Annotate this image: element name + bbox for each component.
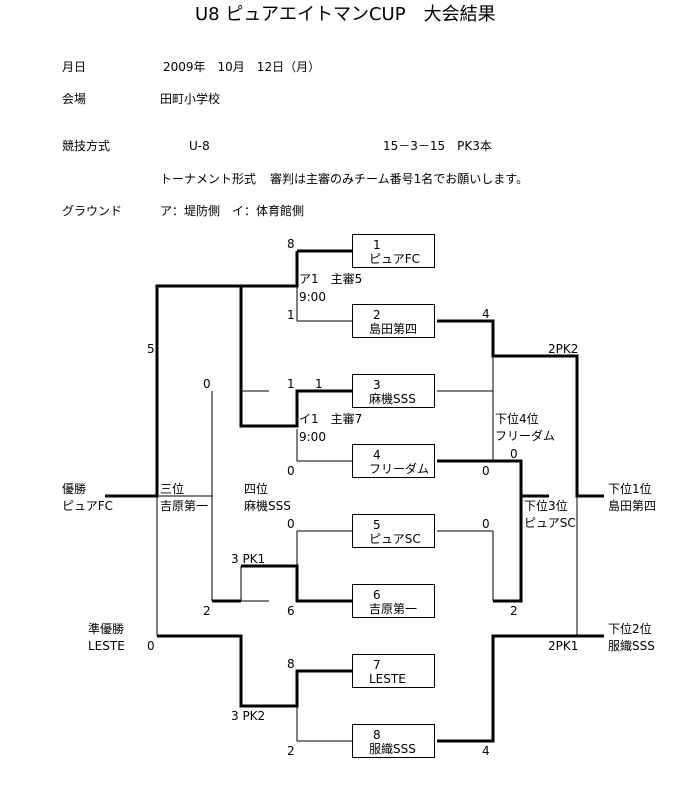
lower4-team: フリーダム (495, 429, 556, 443)
fourth-team: 麻機SSS (244, 499, 291, 513)
score: 3 PK1 (231, 552, 266, 566)
lower3-label: 下位3位 (524, 499, 568, 513)
team-name: ピュアFC (369, 252, 421, 266)
team-name: 島田第四 (369, 322, 418, 336)
team-name: 服織SSS (369, 742, 416, 756)
team-name: 麻機SSS (369, 392, 416, 406)
runner-team: LESTE (88, 639, 125, 653)
score: 6 (287, 604, 295, 618)
venue-label: 会場 (62, 92, 87, 106)
bracket-winner-line (157, 634, 352, 708)
bracket-winner-line (105, 284, 241, 498)
team-box-3: 3 麻機SSS (352, 374, 435, 408)
score: 1 (287, 377, 295, 391)
date-value: 2009年 10月 12日（月） (163, 60, 321, 74)
team-box-7: 7 LESTE (352, 654, 435, 688)
score: 0 (482, 517, 490, 531)
ground-label: グラウンド (62, 204, 123, 218)
team-number: 8 (373, 728, 381, 742)
team-number: 3 (373, 378, 381, 392)
score: 1 (315, 377, 323, 391)
format-type: トーナメント形式 (160, 172, 257, 186)
team-name: 吉原第一 (369, 602, 418, 616)
format-age: U-8 (189, 139, 210, 153)
champion-team: ピュアFC (62, 499, 114, 513)
lower2-label: 下位2位 (608, 622, 652, 636)
team-box-5: 5 ピュアSC (352, 514, 435, 548)
ground-a: ア：堤防側 (160, 204, 221, 218)
team-box-6: 6 吉原第一 (352, 584, 435, 618)
team-box-1: 1 ピュアFC (352, 234, 435, 268)
score: 0 (287, 464, 295, 478)
third-label: 三位 (160, 482, 185, 496)
score: 5 (147, 342, 155, 356)
runner-label: 準優勝 (88, 622, 125, 636)
score: 2PK2 (548, 342, 579, 356)
score: 8 (287, 237, 295, 251)
score: 0 (510, 447, 518, 461)
score: 4 (482, 307, 490, 321)
bracket-winner-line (239, 251, 299, 391)
score: 0 (482, 464, 490, 478)
lower1-team: 島田第四 (608, 499, 657, 513)
team-name: フリーダム (369, 462, 430, 476)
team-name: ピュアSC (369, 532, 421, 546)
date-label: 月日 (62, 60, 87, 74)
team-number: 1 (373, 238, 381, 252)
score: 2 (510, 604, 518, 618)
score: 3 PK2 (231, 709, 266, 723)
team-box-4: 4 フリーダム (352, 444, 435, 478)
score: 8 (287, 657, 295, 671)
bracket-winner-line (437, 319, 604, 498)
team-name: LESTE (369, 672, 406, 686)
score: 2 (287, 744, 295, 758)
team-box-2: 2 島田第四 (352, 304, 435, 338)
score: 0 (147, 639, 155, 653)
score: 2PK1 (548, 639, 579, 653)
ground-b: イ：体育館側 (232, 204, 305, 218)
bracket-winner-line (437, 459, 523, 603)
venue-value: 田町小学校 (160, 92, 221, 106)
bracket-winner-line (239, 389, 352, 428)
match-field-note: ア1 主審5 (299, 272, 363, 286)
team-number: 7 (373, 658, 381, 672)
format-label: 競技方式 (62, 139, 111, 153)
fourth-label: 四位 (244, 482, 269, 496)
match-time: 9:00 (299, 290, 326, 304)
third-team: 吉原第一 (160, 499, 209, 513)
bracket-winner-line (241, 564, 352, 603)
score: 4 (482, 744, 490, 758)
format-note: 審判は主審のみチーム番号1名でお願いします。 (270, 172, 529, 186)
team-number: 2 (373, 308, 381, 322)
team-number: 6 (373, 588, 381, 602)
champion-label: 優勝 (62, 482, 87, 496)
lower2-team: 服織SSS (608, 639, 655, 653)
score: 2 (203, 604, 211, 618)
format-time: 15－3－15 PK3本 (383, 139, 492, 153)
lower1-label: 下位1位 (608, 482, 652, 496)
score: 1 (287, 308, 295, 322)
lower4-label: 下位4位 (495, 412, 539, 426)
team-number: 4 (373, 448, 381, 462)
team-box-8: 8 服織SSS (352, 724, 435, 758)
bracket-winner-line (437, 634, 604, 743)
score: 0 (287, 517, 295, 531)
match-field-note: イ1 主審7 (299, 412, 363, 426)
match-time: 9:00 (299, 430, 326, 444)
lower3-team: ピュアSC (524, 516, 576, 530)
team-number: 5 (373, 518, 381, 532)
score: 0 (203, 377, 211, 391)
page-title: U8 ピュアエイトマンCUP 大会結果 (195, 4, 496, 25)
